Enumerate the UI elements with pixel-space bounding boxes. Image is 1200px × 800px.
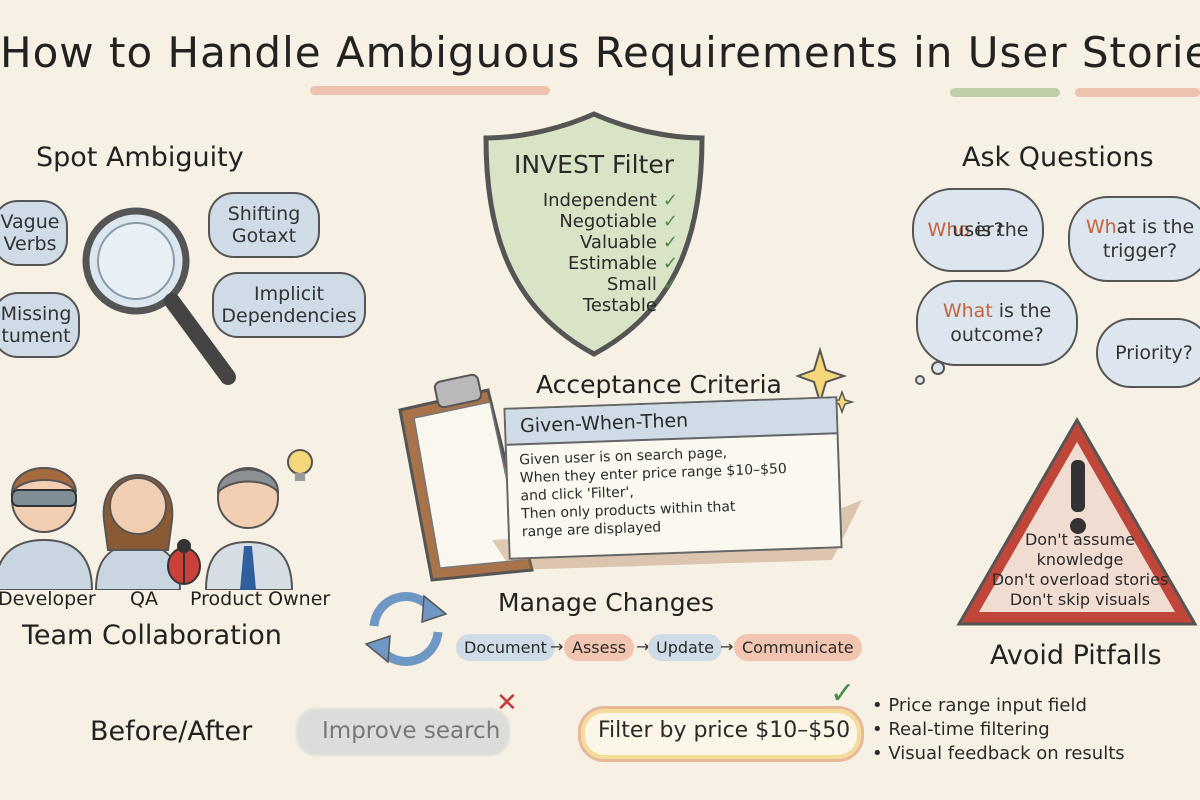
- thought-dots: [915, 361, 945, 385]
- cross-icon: ✕: [496, 688, 518, 718]
- invest-item: Testable✓: [582, 295, 657, 316]
- team-illustration: [0, 449, 313, 590]
- question-cloud-outcome: What is the outcome?: [916, 280, 1078, 366]
- clipboard-icon: [398, 373, 862, 582]
- pitfall-item: Don't assume: [1024, 530, 1136, 549]
- avoid-pitfalls-heading: Avoid Pitfalls: [990, 640, 1162, 671]
- check-icon: ✓: [662, 211, 678, 232]
- question-cloud-trigger: What is the trigger?: [1068, 196, 1200, 282]
- role-product-owner: Product Owner: [190, 588, 331, 610]
- invest-item: Negotiable✓: [559, 211, 678, 232]
- manage-changes-heading: Manage Changes: [498, 588, 714, 617]
- pitfall-item: knowledge: [1036, 550, 1124, 569]
- pitfall-item: Don't overload stories: [991, 570, 1169, 589]
- shield-icon: [483, 111, 705, 357]
- invest-list: Independent✓ Negotiable✓ Valuable✓ Estim…: [528, 190, 678, 316]
- step-arrow-icon: →: [636, 637, 650, 656]
- lightbulb-icon: [287, 449, 313, 481]
- warning-triangle-icon: [956, 417, 1198, 626]
- check-icon: ✓: [662, 274, 678, 295]
- refresh-cycle-icon: [364, 592, 448, 666]
- step-communicate: Communicate: [734, 634, 862, 661]
- invest-item: Valuable✓: [580, 232, 678, 253]
- question-cloud-priority: Priority?: [1096, 318, 1200, 388]
- card-body: Given user is on search page, When they …: [519, 445, 788, 541]
- role-developer: Developer: [0, 588, 96, 610]
- step-assess: Assess: [564, 634, 635, 661]
- team-collaboration-heading: Team Collaboration: [22, 620, 282, 651]
- ladybug-icon: [167, 539, 201, 585]
- given-when-then-card: Given-When-Then Given user is on search …: [503, 396, 843, 560]
- after-bullets: • Price range input field • Real-time fi…: [872, 694, 1125, 766]
- qa-avatar: [94, 474, 182, 590]
- spot-ambiguity-heading: Spot Ambiguity: [36, 142, 244, 173]
- acceptance-heading: Acceptance Criteria: [536, 370, 782, 399]
- product-owner-avatar: [204, 467, 294, 590]
- before-after-label: Before/After: [90, 716, 253, 747]
- check-icon: ✓: [662, 253, 678, 274]
- developer-avatar: [0, 467, 94, 590]
- invest-item: Estimable✓: [568, 253, 678, 274]
- step-update: Update: [648, 634, 722, 661]
- role-qa: QA: [130, 588, 158, 610]
- magnifier-icon: [82, 207, 236, 385]
- before-text: Improve search: [322, 718, 501, 744]
- bullet-item: • Visual feedback on results: [872, 743, 1125, 764]
- pitfalls-list: Don't assume knowledge Don't overload st…: [985, 530, 1175, 610]
- ambiguity-bubble-implicit-dependencies: Implicit Dependencies: [212, 272, 366, 338]
- invest-item: Small✓: [606, 274, 678, 295]
- step-document: Document: [456, 634, 555, 661]
- invest-heading: INVEST Filter: [514, 150, 674, 179]
- ambiguity-bubble-missing: Missing tument: [0, 292, 80, 358]
- ask-questions-heading: Ask Questions: [962, 142, 1154, 173]
- question-cloud-who: Who is the user?: [912, 188, 1044, 272]
- check-icon: ✓: [662, 232, 678, 253]
- page-title: How to Handle Ambiguous Requirements in …: [0, 28, 1200, 77]
- ambiguity-bubble-shifting: Shifting Gotaxt: [208, 192, 320, 258]
- step-arrow-icon: →: [550, 637, 564, 656]
- bullet-item: • Price range input field: [872, 695, 1087, 716]
- pitfall-item: Don't skip visuals: [1009, 590, 1151, 609]
- bullet-item: • Real-time filtering: [872, 719, 1050, 740]
- step-arrow-icon: →: [720, 637, 734, 656]
- after-text: Filter by price $10–$50: [598, 718, 851, 743]
- ambiguity-bubble-vague-verbs: Vague Verbs: [0, 200, 68, 266]
- check-icon: ✓: [830, 676, 856, 711]
- check-icon: ✓: [662, 190, 678, 211]
- invest-item: Independent✓: [542, 190, 678, 211]
